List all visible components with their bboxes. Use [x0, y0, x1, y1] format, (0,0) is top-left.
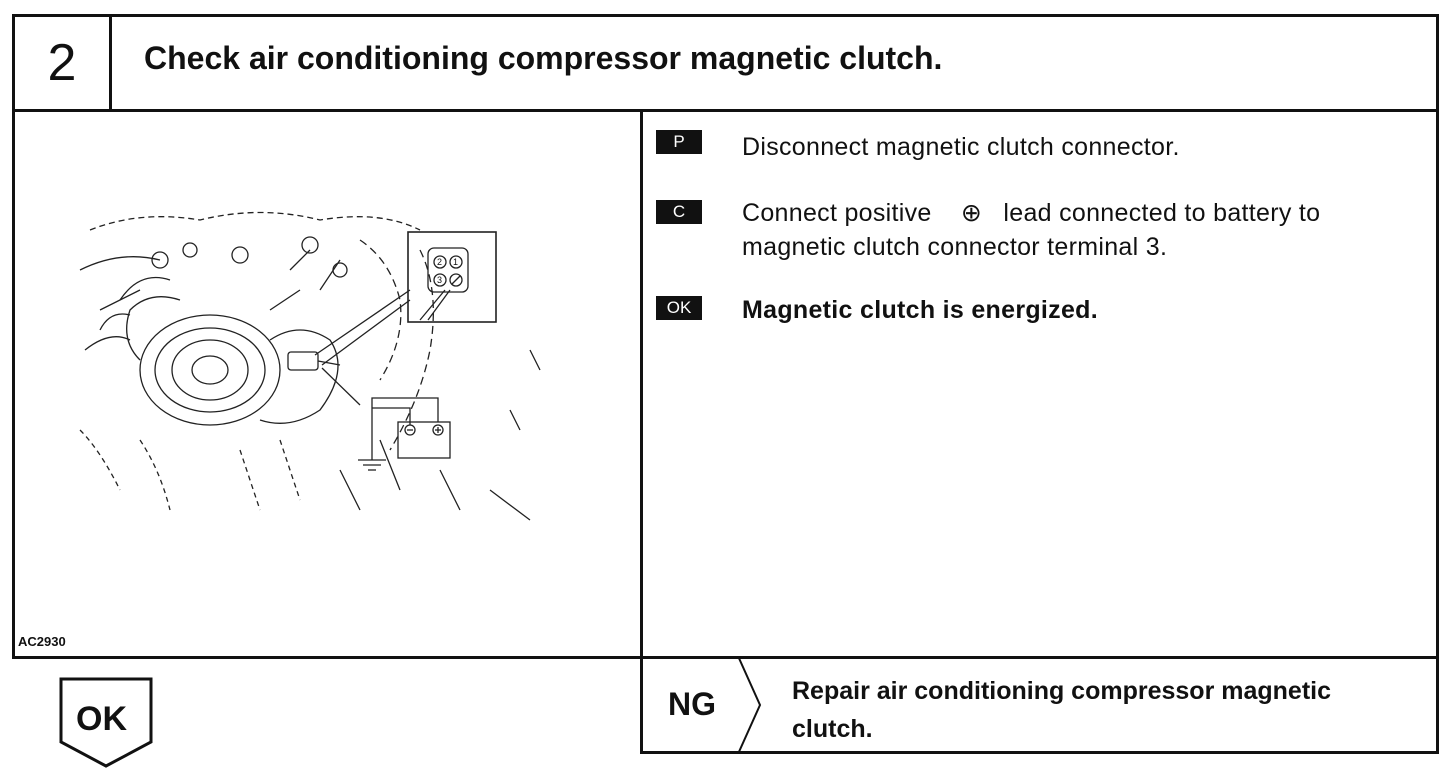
- badge-c: C: [656, 200, 702, 224]
- figure-label: AC2930: [18, 634, 66, 649]
- instruction-c-part2: lead connected to battery to: [1003, 199, 1321, 227]
- ng-action-text: Repair air conditioning compressor magne…: [792, 672, 1432, 748]
- content-frame: [12, 109, 1439, 659]
- instruction-c-line1: Connect positive ⊕ lead connected to bat…: [742, 196, 1422, 230]
- instruction-ok-text: Magnetic clutch is energized.: [742, 296, 1099, 324]
- instruction-c-line2: magnetic clutch connector terminal 3.: [742, 233, 1168, 261]
- instruction-c-text: Connect positive ⊕ lead connected to bat…: [742, 196, 1422, 264]
- clutch-illustration: 2 1 3: [79, 211, 541, 521]
- instruction-c-part1: Connect positive: [742, 199, 932, 227]
- positive-symbol: ⊕: [960, 199, 983, 227]
- ok-arrow-box: [59, 677, 153, 768]
- ng-action-line2: clutch.: [792, 715, 873, 743]
- badge-p: P: [656, 130, 702, 154]
- step-number: 2: [47, 33, 77, 92]
- instruction-p-text: Disconnect magnetic clutch connector.: [742, 133, 1180, 161]
- step-title: Check air conditioning compressor magnet…: [144, 40, 943, 76]
- ng-arrow-divider: [737, 656, 762, 754]
- ng-frame: [640, 656, 1439, 754]
- terminal-1-label: 1: [453, 257, 458, 267]
- badge-ok: OK: [656, 296, 702, 320]
- terminal-3-label: 3: [437, 275, 442, 285]
- terminal-2-label: 2: [437, 257, 442, 267]
- content-divider: [640, 109, 643, 659]
- ng-label: NG: [668, 686, 716, 722]
- ok-label: OK: [76, 700, 127, 738]
- header-divider: [109, 14, 112, 112]
- ng-action-line1: Repair air conditioning compressor magne…: [792, 677, 1332, 705]
